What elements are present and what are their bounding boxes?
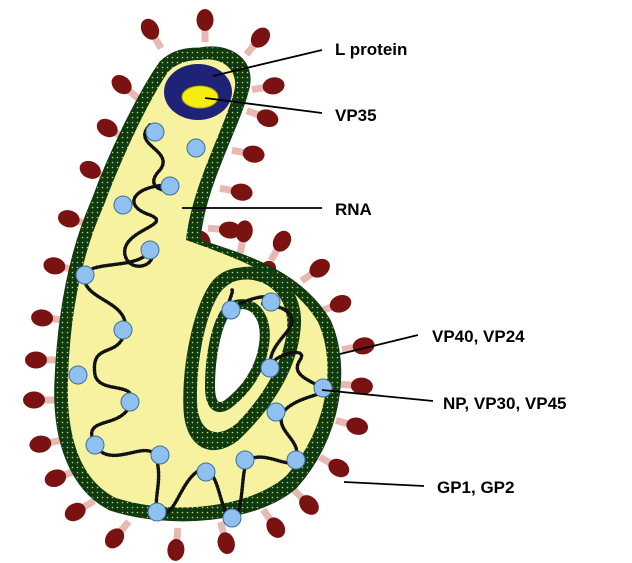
leader-gp1-gp2 xyxy=(344,482,424,486)
spike-head xyxy=(344,415,370,437)
nucleoprotein xyxy=(114,196,132,214)
glycoprotein-spike xyxy=(264,227,295,264)
glycoprotein-spike xyxy=(218,180,253,202)
nucleoprotein xyxy=(287,451,305,469)
spike-head xyxy=(166,538,185,561)
label-l-protein: L protein xyxy=(335,40,407,59)
spike-head xyxy=(23,392,45,409)
glycoprotein-spike xyxy=(25,352,58,369)
spike-head xyxy=(197,9,214,31)
nucleoprotein xyxy=(197,463,215,481)
label-vp40-vp24: VP40, VP24 xyxy=(432,327,525,346)
nucleoprotein xyxy=(86,436,104,454)
labels: L protein VP35 RNA VP40, VP24 NP, VP30, … xyxy=(335,40,567,497)
nucleoprotein xyxy=(262,293,280,311)
nucleoprotein xyxy=(314,379,332,397)
nucleoprotein xyxy=(161,177,179,195)
glycoprotein-spike xyxy=(240,24,274,60)
glycoprotein-spike xyxy=(230,142,265,164)
nucleoprotein xyxy=(223,509,241,527)
glycoprotein-spike xyxy=(23,392,56,409)
glycoprotein-spike xyxy=(334,412,370,437)
nucleoprotein xyxy=(76,266,94,284)
label-np-vp30-vp45: NP, VP30, VP45 xyxy=(443,394,567,413)
glycoprotein-spike xyxy=(315,450,352,481)
spike-head xyxy=(327,292,353,315)
spike-head xyxy=(261,76,286,97)
nucleoprotein xyxy=(267,403,285,421)
spike-head xyxy=(229,182,254,203)
spike-head xyxy=(215,530,237,556)
spike-head xyxy=(25,352,47,369)
glycoprotein-spike xyxy=(256,505,289,542)
nucleoprotein xyxy=(148,503,166,521)
nucleoprotein xyxy=(141,241,159,259)
glycoprotein-spike xyxy=(28,432,63,454)
spike-head xyxy=(56,208,82,230)
nucleoprotein xyxy=(261,359,279,377)
glycoprotein-spike xyxy=(166,527,186,561)
spike-head xyxy=(241,144,266,165)
nucleoprotein xyxy=(151,446,169,464)
spike-head xyxy=(254,106,280,129)
spike-head xyxy=(42,466,68,489)
spike-head xyxy=(42,256,67,277)
glycoprotein-spike xyxy=(137,15,168,52)
nucleoprotein xyxy=(187,139,205,157)
glycoprotein-spike xyxy=(101,516,135,552)
nucleoprotein xyxy=(121,393,139,411)
label-vp35: VP35 xyxy=(335,106,377,125)
glycoprotein-spike xyxy=(250,76,285,98)
polymerase-complex xyxy=(164,64,232,120)
nucleoprotein xyxy=(146,123,164,141)
spike-head xyxy=(28,434,53,455)
nucleoprotein xyxy=(114,321,132,339)
nucleoprotein xyxy=(222,301,240,319)
nucleoprotein xyxy=(69,366,87,384)
nucleoprotein xyxy=(236,451,254,469)
label-rna: RNA xyxy=(335,200,372,219)
glycoprotein-spike xyxy=(197,9,214,42)
spike-head xyxy=(234,219,255,244)
glycoprotein-spike xyxy=(297,255,334,288)
spike-head xyxy=(30,308,53,327)
vp35-blob xyxy=(182,86,218,108)
label-gp1-gp2: GP1, GP2 xyxy=(437,478,514,497)
